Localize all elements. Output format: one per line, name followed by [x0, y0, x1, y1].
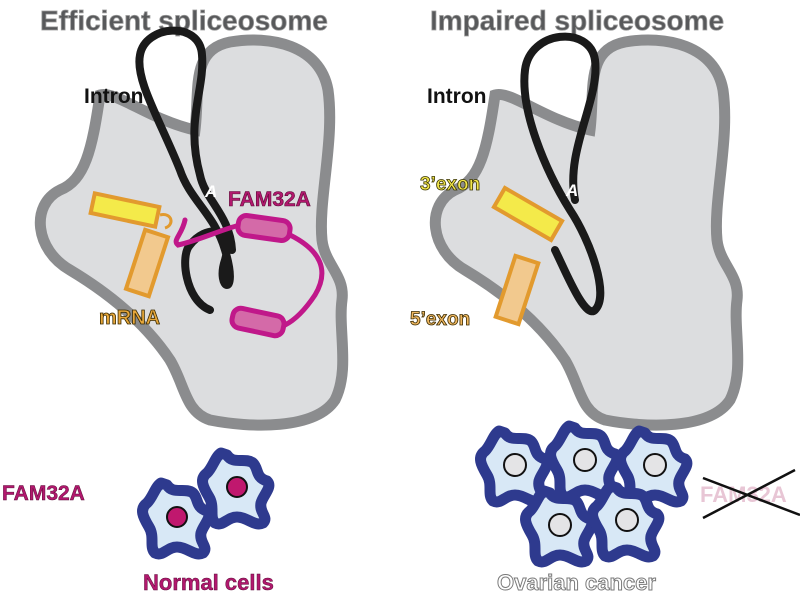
- intron-loop: [520, 32, 605, 316]
- spliceosome-impaired: A Intron 3’exon 5’exon: [410, 32, 738, 426]
- exon5-block: [493, 253, 541, 327]
- exon-orange: [123, 227, 171, 299]
- cross-mark-icon: [702, 468, 800, 520]
- exon-yellow: [88, 190, 162, 230]
- cancer-cell: [621, 431, 687, 502]
- cancer-cell: [526, 491, 592, 562]
- ovarian-cancer-label: Ovarian cancer: [497, 570, 656, 595]
- fam32a-present-label: FAM32A: [2, 482, 85, 505]
- exon-linker: [159, 213, 173, 230]
- exon5-label: 5’exon: [410, 309, 470, 330]
- exon3-label: 3’exon: [420, 174, 480, 195]
- branch-point-a: A: [565, 181, 578, 200]
- title-efficient: Efficient spliceosome: [40, 5, 328, 36]
- normal-cell: [143, 483, 209, 554]
- mrna-label: mRNA: [99, 307, 160, 329]
- fam32a-helix: [229, 305, 287, 339]
- intron-loop: [135, 26, 236, 314]
- normal-cell: [203, 453, 269, 524]
- normal-cells-label: Normal cells: [143, 570, 274, 595]
- cancer-cell: [593, 486, 659, 557]
- exon3-block: [491, 185, 565, 243]
- fam32a-helix: [235, 213, 293, 243]
- fam32a-chain: [173, 217, 325, 328]
- intron-label: Intron: [84, 85, 143, 108]
- branch-point-a: A: [204, 182, 217, 201]
- spliceosome-efficient: A Intron FAM32A mRNA: [40, 26, 342, 426]
- intron-label: Intron: [427, 85, 486, 108]
- cancer-cell: [551, 426, 617, 497]
- fam32a-label: FAM32A: [228, 188, 311, 211]
- cancer-cell: [481, 431, 547, 502]
- title-impaired: Impaired spliceosome: [430, 5, 724, 36]
